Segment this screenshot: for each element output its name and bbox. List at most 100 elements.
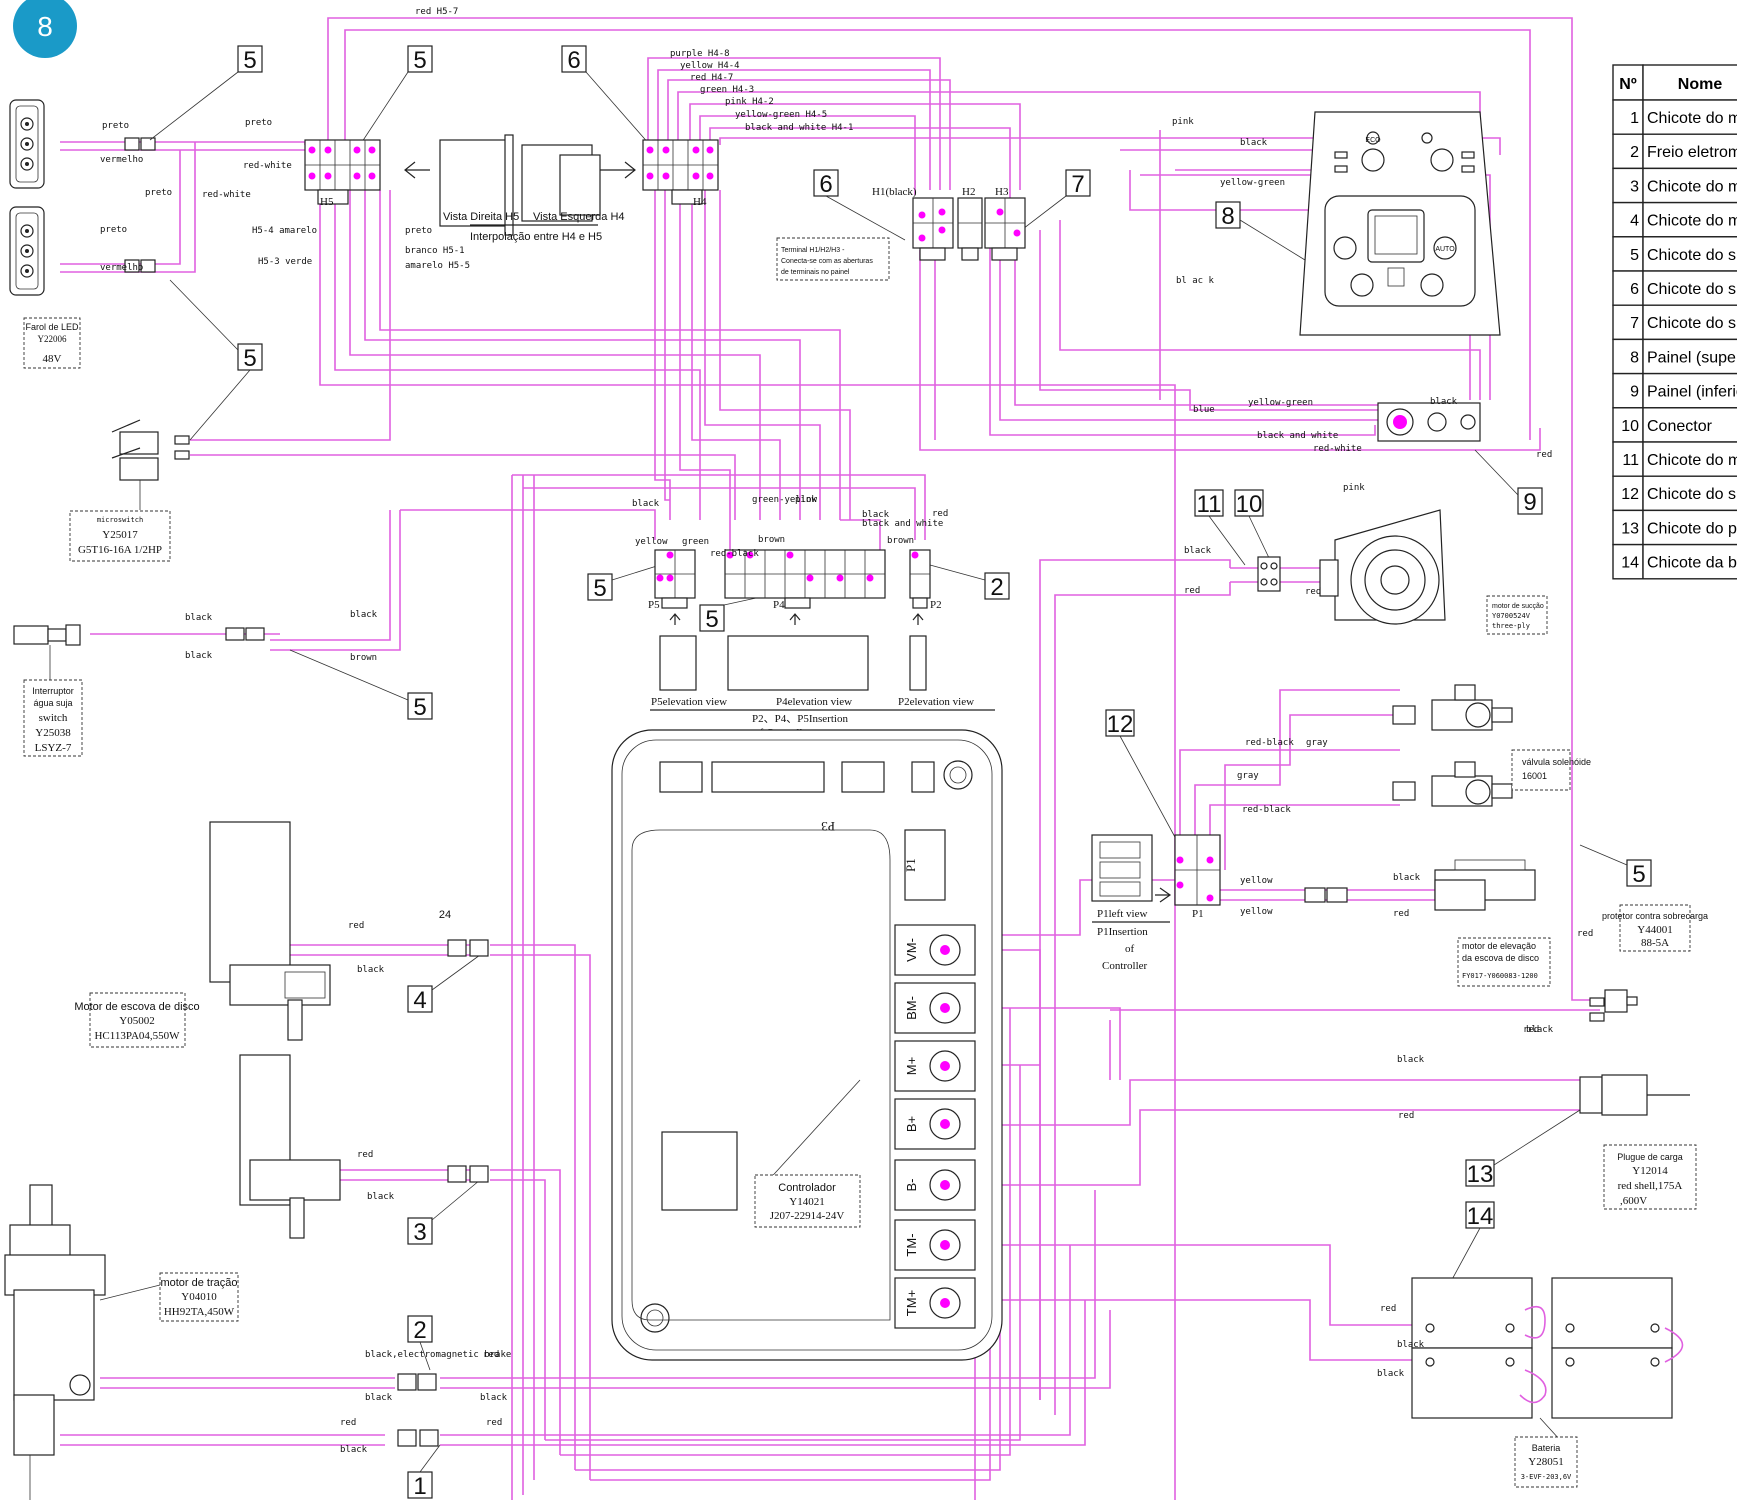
svg-text:black: black xyxy=(1240,138,1268,148)
svg-text:P4: P4 xyxy=(773,599,785,611)
svg-text:black: black xyxy=(480,1393,508,1403)
h5-label: H5 xyxy=(320,196,334,208)
svg-text:yellow: yellow xyxy=(1240,907,1273,917)
svg-text:brown: brown xyxy=(350,653,377,663)
svg-text:black: black xyxy=(367,1192,395,1202)
svg-text:13: 13 xyxy=(1467,1161,1494,1188)
microswitch: microswitch Y25017 G5T16-16A 1/2HP xyxy=(69,419,190,562)
svg-text:Controlador: Controlador xyxy=(778,1182,836,1194)
callout-4: 4 xyxy=(407,954,481,1014)
svg-text:5: 5 xyxy=(593,575,606,602)
svg-text:AUTO: AUTO xyxy=(1435,246,1455,253)
svg-text:vermelho: vermelho xyxy=(100,155,143,165)
svg-text:red: red xyxy=(1536,450,1552,460)
callout-5-e: 5 xyxy=(699,594,771,633)
h4-label: H4 xyxy=(693,196,707,208)
svg-text:green: green xyxy=(682,537,709,547)
svg-text:red-white: red-white xyxy=(202,190,251,200)
table-row-number: 14 xyxy=(1621,555,1639,572)
table-row-number: 10 xyxy=(1621,418,1639,435)
svg-text:P1Insertion: P1Insertion xyxy=(1097,926,1148,938)
svg-text:G5T16-16A 1/2HP: G5T16-16A 1/2HP xyxy=(78,544,162,556)
svg-text:black: black xyxy=(1397,1340,1425,1350)
svg-text:preto: preto xyxy=(145,188,172,198)
svg-text:branco H5-1: branco H5-1 xyxy=(405,246,465,256)
callout-10: 10 xyxy=(1234,489,1271,561)
svg-text:16001: 16001 xyxy=(1522,771,1547,781)
svg-text:preto: preto xyxy=(102,121,129,131)
table-cell-no xyxy=(1612,543,1644,580)
svg-text:água suja: água suja xyxy=(33,698,72,708)
controller-terminals: VM- BM- M+ B+ B- TM- TM+ xyxy=(894,924,976,1329)
svg-text:red: red xyxy=(1523,1025,1539,1035)
svg-text:black: black xyxy=(1393,873,1421,883)
svg-text:Y44001: Y44001 xyxy=(1637,924,1672,936)
svg-text:black and white H4-1: black and white H4-1 xyxy=(745,123,853,133)
svg-text:gray: gray xyxy=(1237,771,1259,781)
svg-text:ECO: ECO xyxy=(1365,137,1381,144)
svg-text:black: black xyxy=(862,510,890,520)
svg-text:pink: pink xyxy=(1343,483,1365,493)
svg-text:black: black xyxy=(1430,397,1458,407)
svg-text:red: red xyxy=(1380,1304,1396,1314)
svg-text:purple H4-8: purple H4-8 xyxy=(670,49,730,59)
table-row-name: Chicote do sina xyxy=(1647,281,1737,298)
table-row-name: Chicote do sina xyxy=(1647,247,1737,264)
svg-text:P1: P1 xyxy=(1192,908,1204,920)
table-row-number: 1 xyxy=(1630,110,1639,127)
svg-text:H5-4 amarelo: H5-4 amarelo xyxy=(252,226,317,236)
svg-text:preto: preto xyxy=(405,226,432,236)
svg-text:H5-3 verde: H5-3 verde xyxy=(258,257,312,267)
svg-text:red: red xyxy=(1305,587,1321,597)
svg-text:P1left view: P1left view xyxy=(1097,908,1147,920)
svg-text:24: 24 xyxy=(439,909,451,921)
svg-text:black and white: black and white xyxy=(1257,431,1338,441)
svg-text:black: black xyxy=(185,613,213,623)
svg-text:Conecta-se com as aberturas: Conecta-se com as aberturas xyxy=(781,258,873,265)
svg-text:preto: preto xyxy=(100,225,127,235)
svg-text:Y25017: Y25017 xyxy=(102,529,138,541)
svg-text:H3: H3 xyxy=(995,186,1009,198)
svg-text:14: 14 xyxy=(1467,1203,1494,1230)
svg-text:FY017-Y060083-1200: FY017-Y060083-1200 xyxy=(1462,972,1538,980)
svg-text:TM+: TM+ xyxy=(904,1290,919,1316)
batteries: Bateria Y28051 3-EVF-203,6V xyxy=(1411,1277,1684,1488)
connector-10 xyxy=(1257,556,1281,592)
controller-plug-views: P5elevation view P4elevation view P2elev… xyxy=(650,613,995,739)
connector-p1: P1left view P1Insertion of Controller P1 xyxy=(1091,834,1221,972)
svg-text:switch: switch xyxy=(39,712,68,724)
callout-11: 11 xyxy=(1194,489,1246,566)
svg-text:3-EVF-203,6V: 3-EVF-203,6V xyxy=(1521,1473,1572,1481)
traction-motor: motor de tração Y04010 HH92TA,450W xyxy=(4,1184,239,1500)
svg-text:black: black xyxy=(1377,1369,1405,1379)
svg-text:88-5A: 88-5A xyxy=(1641,937,1669,949)
svg-text:Controller: Controller xyxy=(1102,960,1148,972)
svg-text:red H4-7: red H4-7 xyxy=(690,73,733,83)
svg-text:da escova de disco: da escova de disco xyxy=(1462,953,1539,963)
svg-text:de terminais no painel: de terminais no painel xyxy=(781,269,850,276)
svg-text:black and white: black and white xyxy=(862,519,943,529)
svg-text:5: 5 xyxy=(1632,861,1645,888)
svg-text:Interruptor: Interruptor xyxy=(32,686,74,696)
svg-text:pink H4-2: pink H4-2 xyxy=(725,97,774,107)
svg-text:red-white: red-white xyxy=(1313,444,1362,454)
table-cell-no xyxy=(1612,304,1644,341)
view-right: Vista Direita H5 xyxy=(443,211,519,223)
svg-text:brown: brown xyxy=(887,536,914,546)
table-cell-no xyxy=(1612,270,1644,306)
svg-text:HC113PA04,550W: HC113PA04,550W xyxy=(94,1030,180,1042)
dirty-water-switch: Interruptor água suja switch Y25038 LSYZ… xyxy=(13,624,265,757)
svg-text:Y0700524V: Y0700524V xyxy=(1492,612,1531,620)
overload-protector: protetor contra sobrecarga Y44001 88-5A xyxy=(1589,904,1708,1022)
svg-text:Y05002: Y05002 xyxy=(119,1015,154,1027)
svg-text:P3: P3 xyxy=(821,819,835,834)
svg-text:green H4-3: green H4-3 xyxy=(700,85,754,95)
callout-3: 3 xyxy=(407,1179,481,1246)
table-cell-no xyxy=(1612,201,1644,238)
svg-text:P1: P1 xyxy=(903,858,918,872)
table-row-name: Chicote do sina xyxy=(1647,486,1737,503)
table-row-number: 4 xyxy=(1630,213,1639,230)
svg-text:P2: P2 xyxy=(930,599,942,611)
